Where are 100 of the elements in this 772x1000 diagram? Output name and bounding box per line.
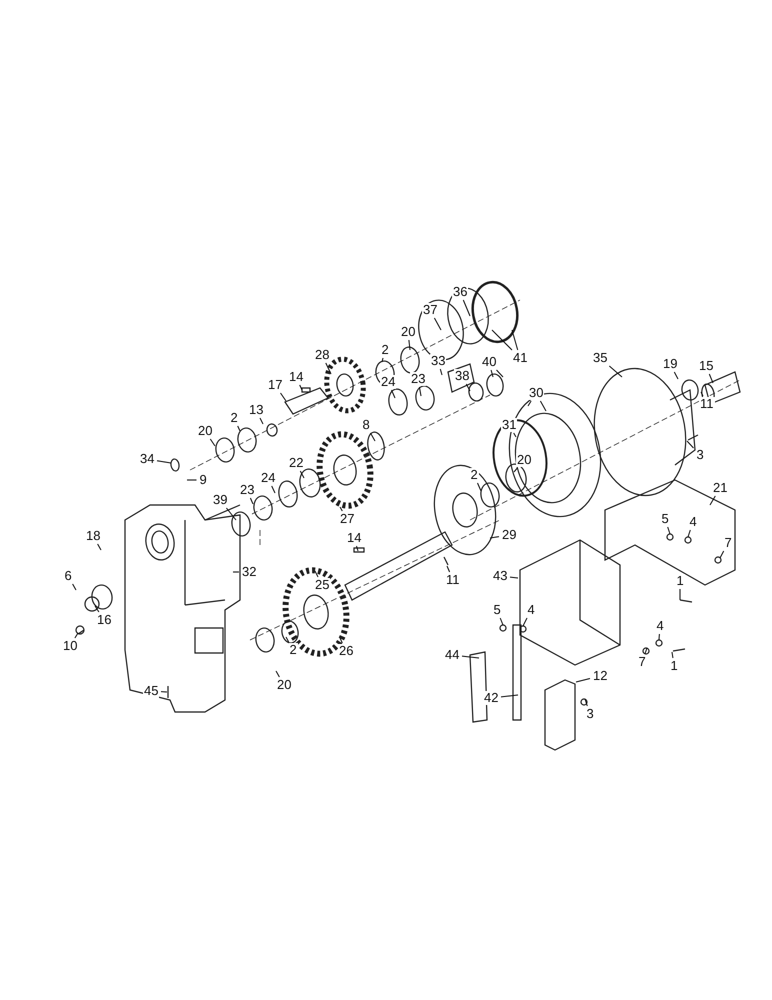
leader-line <box>496 370 504 378</box>
leader-line <box>528 400 532 406</box>
leader-line <box>271 486 276 494</box>
leader-line <box>94 606 100 612</box>
callout-number: 2 <box>230 411 239 425</box>
leader-line <box>418 386 422 396</box>
leader-line <box>576 678 590 682</box>
callout-number: 45 <box>143 684 160 698</box>
callout-number: 27 <box>339 512 356 526</box>
leader-line <box>314 570 318 578</box>
callout-number: 20 <box>276 678 292 692</box>
leader-line <box>540 400 546 412</box>
callout-number: 18 <box>85 529 102 543</box>
leader-line <box>226 508 236 520</box>
callout-number: 44 <box>444 648 460 662</box>
callout-number: 24 <box>260 471 276 485</box>
leader-line <box>434 318 442 330</box>
leader-line <box>658 634 660 640</box>
callout-number: 11 <box>445 573 460 587</box>
callout-number: 16 <box>96 613 112 627</box>
leader-line <box>300 470 304 478</box>
callout-number: 13 <box>248 403 264 417</box>
callout-number: 3 <box>696 448 705 462</box>
leader-line <box>522 618 528 626</box>
leader-line <box>672 652 674 658</box>
leader-line <box>708 374 714 384</box>
leader-line <box>513 432 516 438</box>
callout-number: 26 <box>338 644 354 658</box>
callout-number: 7 <box>638 655 647 669</box>
callout-number: 1 <box>670 659 679 673</box>
leader-line <box>490 370 494 378</box>
leader-line <box>466 384 470 392</box>
callout-number: 10 <box>62 639 78 653</box>
leader-line <box>462 656 480 658</box>
callout-number: 28 <box>314 348 330 362</box>
leader-line <box>210 438 216 446</box>
callout-number: 31 <box>501 418 518 432</box>
callout-number: 36 <box>452 285 468 299</box>
leader-line <box>674 372 678 380</box>
callout-number: 12 <box>592 669 608 683</box>
leader-line <box>490 536 500 538</box>
callout-number: 22 <box>288 456 304 470</box>
leader-line <box>340 506 343 512</box>
leader-line <box>700 392 704 396</box>
leader-line <box>462 300 470 316</box>
callout-number: 20 <box>197 424 214 438</box>
leader-line <box>477 482 482 492</box>
callout-number: 4 <box>656 619 665 633</box>
callout-number: 11 <box>699 397 714 411</box>
leader-line <box>160 691 168 692</box>
leader-line <box>325 362 332 374</box>
callout-number: 43 <box>492 569 508 583</box>
callout-number: 38 <box>454 369 470 383</box>
leader-line <box>97 544 102 550</box>
leader-line <box>510 576 518 578</box>
callout-number: 37 <box>422 303 438 317</box>
callout-number: 40 <box>481 355 498 369</box>
leader-line <box>440 368 442 376</box>
leader-line <box>299 384 302 390</box>
leader-line <box>514 468 518 472</box>
callout-number: 14 <box>346 531 362 545</box>
leader-line <box>584 698 588 706</box>
leader-line <box>408 340 410 350</box>
leader-line <box>74 632 78 638</box>
leader-line <box>156 460 172 464</box>
callout-number: 5 <box>660 512 670 526</box>
callout-number: 17 <box>267 378 284 392</box>
leader-line <box>276 670 280 678</box>
leader-line <box>686 440 694 448</box>
leader-line <box>260 418 264 424</box>
callout-number: 7 <box>724 536 733 550</box>
leader-line <box>237 426 240 432</box>
leader-line <box>500 694 518 698</box>
callout-number: 23 <box>239 483 256 497</box>
callout-number: 21 <box>712 481 728 495</box>
callout-number: 5 <box>492 603 502 617</box>
callout-number: 9 <box>198 473 208 487</box>
callout-number: 35 <box>592 351 608 365</box>
callout-number: 24 <box>380 375 396 389</box>
leader-line <box>250 498 254 504</box>
callout-number: 30 <box>528 386 544 400</box>
leader-line <box>500 618 504 626</box>
leader-line <box>667 526 670 534</box>
callout-number: 19 <box>662 357 678 371</box>
leader-line <box>688 530 691 538</box>
leader-line <box>720 550 724 558</box>
callout-number: 34 <box>139 452 156 466</box>
leader-line <box>710 496 716 506</box>
leader-line <box>446 566 450 572</box>
callout-number: 2 <box>470 468 479 482</box>
callout-number: 8 <box>362 418 371 432</box>
callout-number: 2 <box>380 343 390 357</box>
callout-number: 25 <box>314 578 330 592</box>
callout-number: 42 <box>483 691 500 705</box>
leader-line <box>72 584 76 590</box>
callout-number: 15 <box>698 359 714 373</box>
callout-number: 4 <box>526 603 536 617</box>
leader-line <box>340 638 343 644</box>
callout-number: 20 <box>400 325 416 339</box>
callout-number: 3 <box>586 707 595 721</box>
